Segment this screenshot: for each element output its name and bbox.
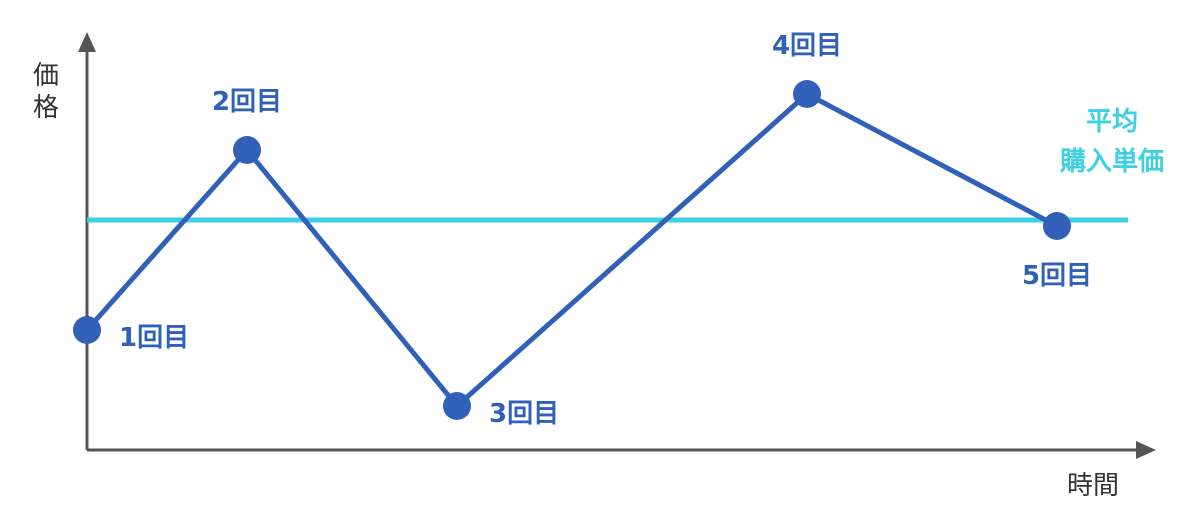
data-point: [233, 136, 261, 164]
y-axis-arrow-icon: [78, 32, 96, 52]
data-label: 4回目: [772, 31, 842, 61]
data-label: 2回目: [212, 87, 282, 117]
data-label: 3回目: [489, 399, 559, 429]
average-label-line2: 購入単価: [1060, 147, 1164, 177]
data-point: [793, 80, 821, 108]
data-point: [73, 316, 101, 344]
data-point: [443, 392, 471, 420]
price-series: 1回目 2回目 3回目 4回目 5回目: [73, 31, 1092, 429]
data-label: 5回目: [1022, 261, 1092, 291]
series-line: [85, 91, 1059, 409]
y-axis-label-char: 格: [33, 93, 59, 123]
x-axis-arrow-icon: [1136, 441, 1156, 459]
x-axis-label: 時間: [1067, 471, 1119, 501]
average-label-line1: 平均: [1086, 107, 1138, 137]
data-point: [1043, 212, 1071, 240]
data-label: 1回目: [119, 323, 189, 353]
axes: [78, 32, 1156, 459]
y-axis-label-char: 価: [33, 61, 59, 91]
y-axis-label-line: 価格: [33, 61, 59, 123]
